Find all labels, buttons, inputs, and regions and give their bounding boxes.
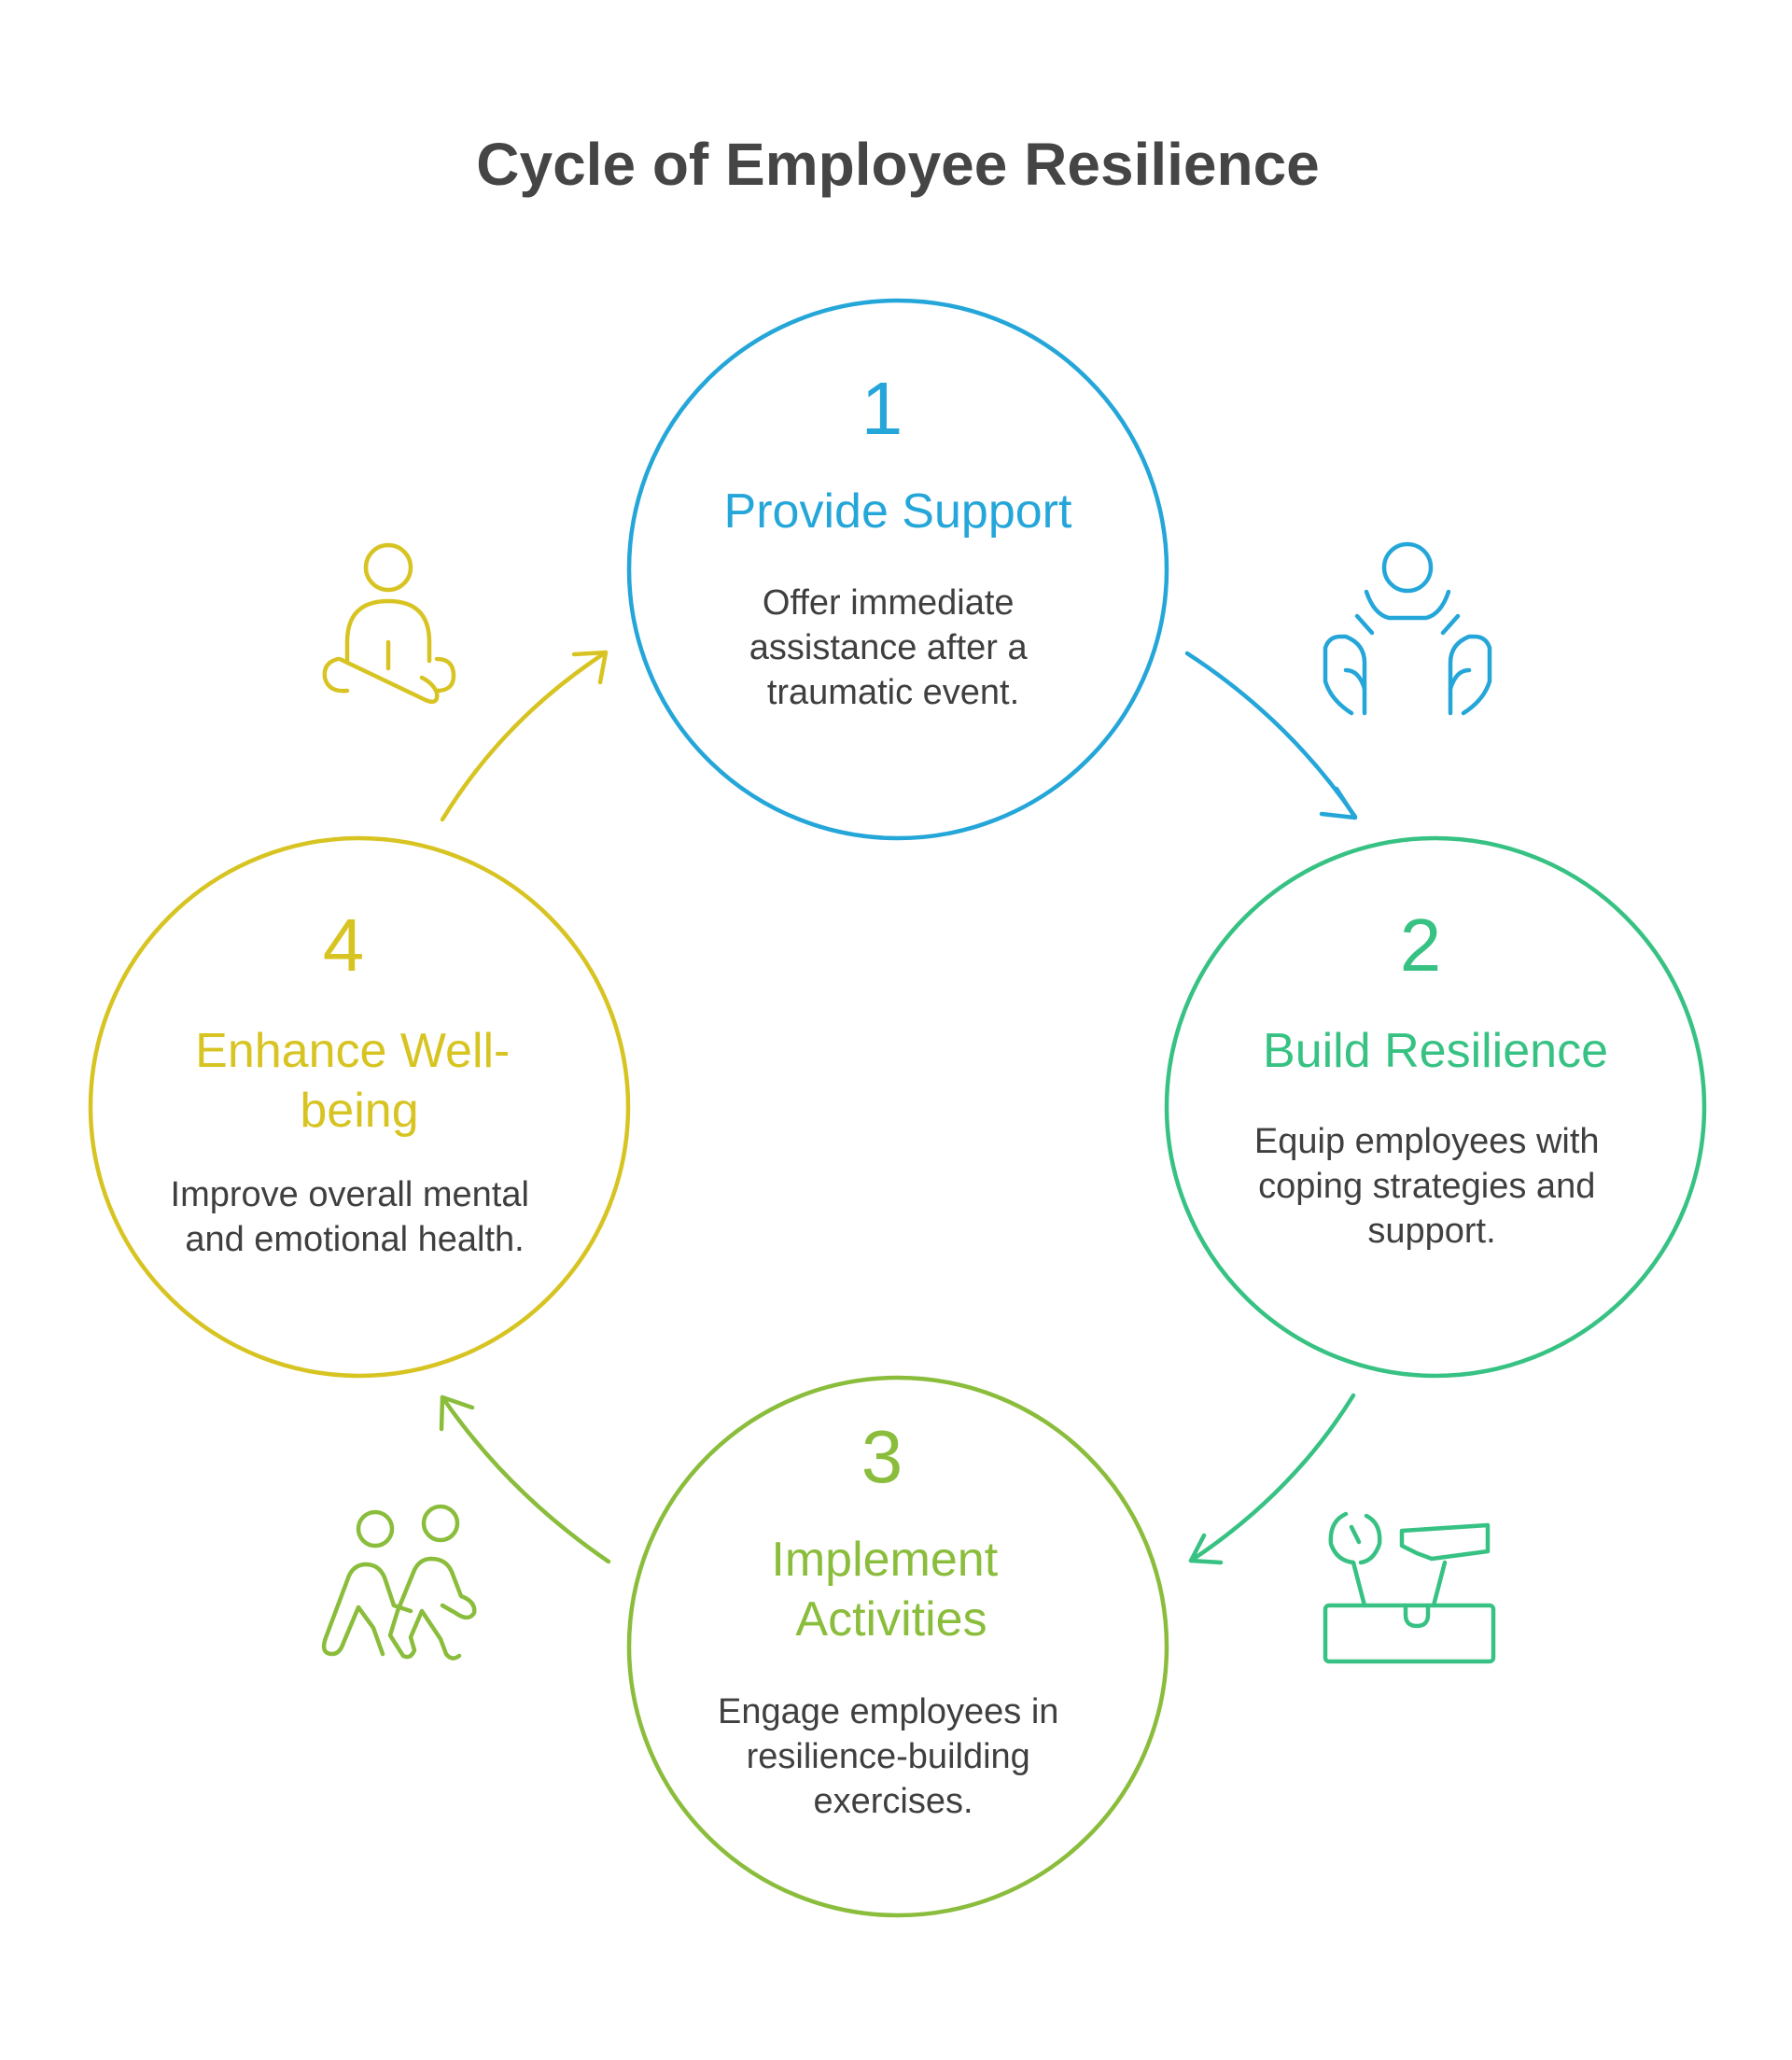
step-4-description-line: Improve overall mental	[171, 1175, 529, 1214]
step-3-heading: Implement Activities	[771, 1533, 1011, 1647]
step-1-heading: Provide Support	[724, 484, 1072, 539]
meditation-icon	[322, 542, 456, 704]
step-2-description-line: Equip employees with	[1254, 1122, 1600, 1161]
arrow-2-to-3	[1188, 1393, 1356, 1565]
step-2-description-line: support.	[1367, 1212, 1495, 1251]
step-2-ring	[1164, 835, 1707, 1379]
arrow-4-to-1-line	[440, 650, 609, 822]
step-1-description-line: assistance after a	[749, 628, 1029, 667]
arrow-2-to-3-head	[1188, 1533, 1224, 1565]
step-3-heading-line: Implement	[771, 1533, 998, 1587]
step-2-description-line: coping strategies and	[1258, 1167, 1595, 1206]
step-1-node: 1 Provide Support Offer immediate assist…	[626, 298, 1169, 841]
step-3-description-line: Engage employees in	[718, 1692, 1058, 1731]
step-4-number: 4	[323, 904, 365, 987]
arrow-4-to-1	[440, 650, 609, 822]
step-1-heading-line: Provide Support	[724, 484, 1072, 539]
arrow-2-to-3-line	[1188, 1393, 1356, 1563]
step-1-description-line: traumatic event.	[767, 673, 1019, 712]
step-1-ring	[626, 298, 1169, 841]
step-4-heading-line: being	[300, 1084, 418, 1138]
toolbox-icon	[1323, 1511, 1496, 1664]
walking-people-icon	[321, 1504, 477, 1661]
supporting-hands-icon	[1323, 541, 1492, 716]
step-2-heading-line: Build Resilience	[1263, 1024, 1608, 1078]
step-4-heading: Enhance Well- being	[195, 1024, 524, 1138]
step-4-node: 4 Enhance Well- being Improve overall me…	[88, 835, 631, 1379]
arrow-3-to-4-head	[439, 1394, 475, 1432]
step-4-description: Improve overall mental and emotional hea…	[171, 1175, 539, 1259]
step-1-description-line: Offer immediate	[763, 583, 1015, 623]
step-1-number: 1	[861, 367, 903, 450]
arrow-1-to-2-head	[1319, 786, 1358, 820]
arrow-3-to-4-line	[440, 1394, 611, 1564]
step-4-description-line: and emotional health.	[185, 1220, 524, 1259]
step-4-heading-line: Enhance Well-	[195, 1024, 510, 1078]
arrow-4-to-1-head	[571, 650, 609, 685]
step-3-heading-line: Activities	[795, 1592, 987, 1647]
step-2-description: Equip employees with coping strategies a…	[1254, 1122, 1609, 1251]
arrow-1-to-2-line	[1184, 651, 1358, 820]
diagram-title: Cycle of Employee Resilience	[476, 131, 1320, 198]
step-3-description-line: exercises.	[813, 1782, 973, 1821]
step-3-ring	[626, 1375, 1169, 1918]
step-1-description: Offer immediate assistance after a traum…	[749, 583, 1037, 712]
step-3-description-line: resilience-building	[747, 1737, 1030, 1776]
step-3-node: 3 Implement Activities Engage employees …	[626, 1375, 1169, 1918]
step-2-number: 2	[1400, 904, 1442, 987]
arrow-3-to-4	[439, 1394, 611, 1564]
step-2-node: 2 Build Resilience Equip employees with …	[1164, 835, 1707, 1379]
step-2-heading: Build Resilience	[1263, 1024, 1608, 1078]
step-4-ring	[88, 835, 631, 1379]
step-3-number: 3	[861, 1415, 903, 1498]
arrow-1-to-2	[1184, 651, 1358, 820]
step-3-description: Engage employees in resilience-building …	[718, 1692, 1069, 1821]
